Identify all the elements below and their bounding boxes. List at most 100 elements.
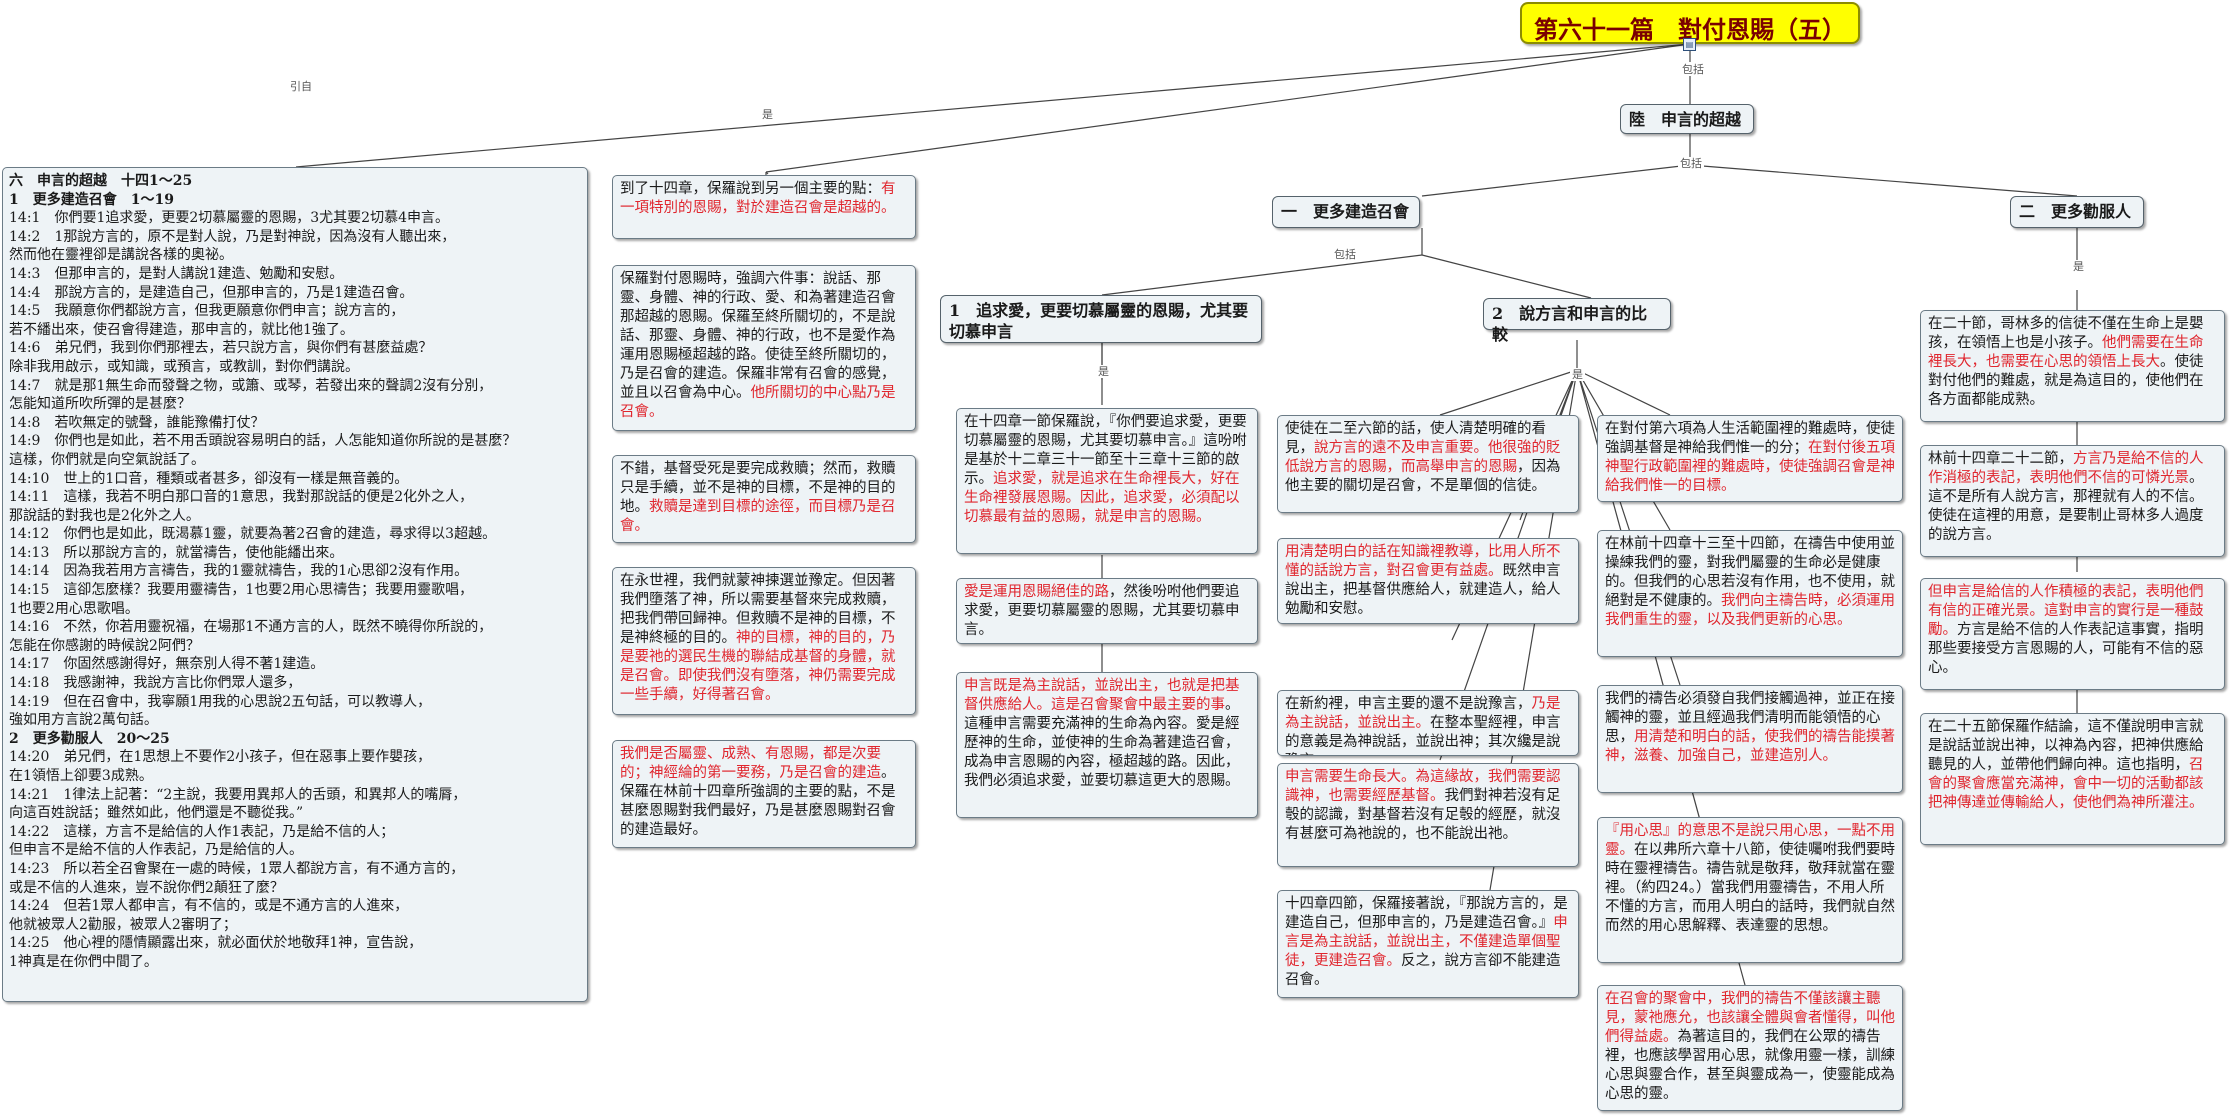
note-text: 為著這目的，我們在公眾的禱告裡，也應該學習用心思，就像用靈一樣，訓練心思與靈合作… bbox=[1605, 1029, 1895, 1102]
note-node[interactable]: 林前十四章二十二節，方言乃是給不信的人作消極的表記，表明他們不信的可憐光景。這不… bbox=[1920, 445, 2225, 557]
scripture-line: 14:1 你們要1追求愛，更要2切慕屬靈的恩賜，3尤其要2切慕4申言。 bbox=[9, 210, 449, 227]
note-text: ，然後吩咐他們要追求愛，更要切慕屬靈的恩賜，尤其要切慕申言。 bbox=[964, 584, 1240, 638]
note-text: 到了十四章，保羅說到另一個主要的點： bbox=[620, 181, 881, 197]
note-text: ，因為他主要的關切是召會，不是單個的信徒。 bbox=[1285, 459, 1561, 494]
scripture-line: 然而他在靈裡卻是講說各樣的奧祕。 bbox=[9, 247, 233, 264]
note-node[interactable]: 在永世裡，我們就蒙神揀選並豫定。但因著我們墮落了神，所以需要基督來完成救贖，把我… bbox=[612, 567, 916, 715]
scripture-line: 14:11 這樣，我若不明白那口音的1意思，我對那說話的便是2化外之人， bbox=[9, 489, 474, 506]
highlight-text: 追求愛，就是追求在生命裡長大，好在生命裡發展恩賜。因此，追求愛，必須配以切慕最有… bbox=[964, 471, 1240, 525]
highlight-text: 用清楚明白的話在知識裡教導，比用人所不懂的話說方言，對召會更有益處。 bbox=[1285, 544, 1561, 579]
scripture-line: 這樣，你們就是向空氣說話了。 bbox=[9, 451, 205, 468]
note-node[interactable]: 申言既是為主說話，並說出主，也就是把基督供應給人。這是召會聚會中最主要的事。這種… bbox=[956, 672, 1258, 818]
note-text: 在以弗所六章十八節，使徒囑咐我們要時時在靈裡禱告。禱告就是敬拜，敬拜就當在靈裡。… bbox=[1605, 842, 1895, 934]
heading-sub2[interactable]: 2 說方言和申言的比較 bbox=[1483, 298, 1671, 344]
highlight-text: 我們是否屬靈、成熟、有恩賜，都是次要的；神經綸的第一要務，乃是召會的建造 bbox=[620, 746, 881, 781]
highlight-text: 我們向主禱告時，必須運用我們重生的靈，以及我們更新的心思。 bbox=[1605, 593, 1895, 628]
scripture-line: 14:19 但在召會中，我寧願1用我的心思說2五句話，可以教導人， bbox=[9, 693, 432, 710]
scripture-line: 但申言不是給不信的人作表記，乃是給信的人。 bbox=[9, 842, 303, 859]
note-text: 在林前十四章十三至十四節，在禱告中使用並操練我們的靈，對我們屬靈的生命必是健康的… bbox=[1605, 536, 1895, 609]
scripture-line: 14:18 我感謝神，我說方言比你們眾人還多， bbox=[9, 675, 302, 692]
note-node[interactable]: 在召會的聚會中，我們的禱告不僅該讓主聽見，蒙祂應允，也該讓全體與會者懂得，叫他們… bbox=[1597, 985, 1903, 1111]
scripture-line: 14:14 因為我若用方言禱告，我的1靈就禱告，我的1心思卻2沒有作用。 bbox=[9, 563, 469, 580]
scripture-line: 強如用方言說2萬句話。 bbox=[9, 712, 158, 729]
note-text: 方言是給不信的人作表記這事實，指明那些要接受方言恩賜的人，可能有不信的惡心。 bbox=[1928, 622, 2204, 676]
note-node[interactable]: 愛是運用恩賜絕佳的路，然後吩咐他們要追求愛，更要切慕屬靈的恩賜，尤其要切慕申言。 bbox=[956, 578, 1258, 644]
edge-label-shi: 是 bbox=[1570, 368, 1585, 381]
note-text: 在永世裡，我們就蒙神揀選並豫定。但因著我們墮落了神，所以需要基督來完成救贖，把我… bbox=[620, 573, 896, 646]
note-node[interactable]: 保羅對付恩賜時，強調六件事：說話、那靈、身體、神的行政、愛、和為著建造召會那超越… bbox=[612, 265, 916, 431]
note-text: 保羅對付恩賜時，強調六件事：說話、那靈、身體、神的行政、愛、和為著建造召會那超越… bbox=[620, 271, 896, 401]
scripture-line: 14:8 若吹無定的號聲，誰能豫備打仗？ bbox=[9, 414, 265, 431]
scripture-line: 14:2 1那說方言的，原不是對人說，乃是對神說，因為沒有人聽出來， bbox=[9, 228, 456, 245]
edge-label-baokuo: 包括 bbox=[1332, 248, 1358, 261]
note-node[interactable]: 用清楚明白的話在知識裡教導，比用人所不懂的話說方言，對召會更有益處。既然申言說出… bbox=[1277, 538, 1579, 624]
note-node[interactable]: 在二十節，哥林多的信徒不僅在生命上是嬰孩，在領悟上也是小孩子。他們需要在生命裡長… bbox=[1920, 310, 2225, 422]
highlight-text: 召會的聚會應當充滿神，會中一切的活動都該把神傳達並傳輸給人，使他們為神所灌注。 bbox=[1928, 757, 2204, 811]
heading-main[interactable]: 陸 申言的超越 bbox=[1620, 104, 1754, 134]
note-node[interactable]: 我們的禱告必須發自我們接觸過神，並正在接觸神的靈，並且經過我們清明而能領悟的心思… bbox=[1597, 685, 1903, 793]
highlight-text: 在對付後五項神聖行政範圍裡的難處時，使徒強調召會是神給我們惟一的目標。 bbox=[1605, 440, 1895, 494]
note-icon[interactable]: ▤ bbox=[1683, 38, 1696, 51]
note-node[interactable]: 我們是否屬靈、成熟、有恩賜，都是次要的；神經綸的第一要務，乃是召會的建造。保羅在… bbox=[612, 740, 916, 848]
highlight-text: 在召會的聚會中，我們的禱告不僅該讓主聽見，蒙祂應允，也該讓全體與會者懂得，叫他們… bbox=[1605, 991, 1895, 1045]
scripture-line: 14:24 但若1眾人都申言，有不信的，或是不通方言的人進來， bbox=[9, 898, 409, 915]
scripture-line: 14:23 所以若全召會聚在一處的時候，1眾人都說方言，有不通方言的， bbox=[9, 860, 465, 877]
note-node[interactable]: 申言需要生命長大。為這緣故，我們需要認識神，也需要經歷基督。我們對神若沒有足彀的… bbox=[1277, 763, 1579, 867]
note-node[interactable]: 在十四章一節保羅說，『你們要追求愛，更要切慕屬靈的恩賜，尤其要切慕申言。』這吩咐… bbox=[956, 408, 1258, 554]
scripture-line: 14:7 就是那1無生命而發聲之物，或簫、或琴，若發出來的聲調2沒有分別， bbox=[9, 377, 493, 394]
scripture-line: 若不繙出來，使召會得建造，那申言的，就比他1強了。 bbox=[9, 321, 354, 338]
note-text: 。這種申言需要充滿神的生命為內容。愛是經歷神的生命，並使神的生命為著建造召會，成… bbox=[964, 697, 1240, 789]
heading-one[interactable]: 一 更多建造召會 bbox=[1272, 196, 1420, 228]
heading-sub1[interactable]: 1 追求愛，更要切慕屬靈的恩賜，尤其要切慕申言 bbox=[940, 295, 1262, 343]
scripture-line: 14:13 所以那說方言的，就當禱告，使他能繙出來。 bbox=[9, 544, 344, 561]
scripture-line: 怎能知道所吹所彈的是甚麼？ bbox=[9, 396, 191, 413]
note-node[interactable]: 使徒在二至六節的話，使人清楚明確的看見，說方言的遠不及申言重要。他很強的貶低說方… bbox=[1277, 415, 1579, 513]
highlight-text: 方言乃是給不信的人作消極的表記，表明他們不信的可憐光景 bbox=[1928, 451, 2204, 486]
scripture-line: 1神真是在你們中間了。 bbox=[9, 953, 158, 970]
note-node[interactable]: 在二十五節保羅作結論，這不僅說明申言就是說話並說出神，以神為內容，把神供應給聽見… bbox=[1920, 713, 2225, 845]
edge-label-shi: 是 bbox=[1096, 365, 1111, 378]
scripture-line: 14:9 你們也是如此，若不用舌頭說容易明白的話，人怎能知道你所說的是甚麼？ bbox=[9, 433, 517, 450]
note-node[interactable]: 在林前十四章十三至十四節，在禱告中使用並操練我們的靈，對我們屬靈的生命必是健康的… bbox=[1597, 530, 1903, 657]
note-node[interactable]: 到了十四章，保羅說到另一個主要的點：有一項特別的恩賜，對於建造召會是超越的。 bbox=[612, 175, 916, 239]
note-node[interactable]: 在新約裡，申言主要的還不是說豫言，乃是為主說話，並說出主。在整本聖經裡，申言的意… bbox=[1277, 690, 1579, 756]
highlight-text: 但申言是給信的人作積極的表記，表明他們有信的正確光景。這對申言的實行是一種鼓勵。 bbox=[1928, 584, 2204, 638]
note-text: 使徒在二至六節的話，使人清楚明確的看見， bbox=[1285, 421, 1546, 456]
note-text: 在整本聖經裡，申言的意義是為神說話，並說出神；其次纔是說豫言。 bbox=[1285, 715, 1561, 755]
note-text: 我們的禱告必須發自我們接觸過神，並正在接觸神的靈，並且經過我們清明而能領悟的心思… bbox=[1605, 691, 1895, 745]
note-text: 。使徒對付他們的難處，就是為這目的，使他們在各方面都能成熟。 bbox=[1928, 354, 2204, 408]
scripture-heading: 六 申言的超越 十四1～25 bbox=[9, 173, 193, 189]
highlight-text: 申言既是為主說話，並說出主，也就是把基督供應給人。這是召會聚會中最主要的事 bbox=[964, 678, 1240, 713]
note-node[interactable]: 不錯，基督受死是要完成救贖；然而，救贖只是手續，並不是神的目標，不是神的目的地。… bbox=[612, 455, 916, 543]
note-text: 在十四章一節保羅說，『你們要追求愛，更要切慕屬靈的恩賜，尤其要切慕申言。』這吩咐… bbox=[964, 414, 1247, 487]
scripture-line: 14:17 你固然感謝得好，無奈別人得不著1建造。 bbox=[9, 656, 325, 673]
highlight-text: 用清楚和明白的話，使我們的禱告能摸著神，滋養、加強自己，並建造別人。 bbox=[1605, 729, 1895, 764]
note-node[interactable]: 在對付第六項為人生活範圍裡的難處時，使徒強調基督是神給我們惟一的分；在對付後五項… bbox=[1597, 415, 1903, 502]
note-node[interactable]: 但申言是給信的人作積極的表記，表明他們有信的正確光景。這對申言的實行是一種鼓勵。… bbox=[1920, 578, 2225, 690]
scripture-line: 14:3 但那申言的，是對人講說1建造、勉勵和安慰。 bbox=[9, 265, 344, 282]
highlight-text: 愛是運用恩賜絕佳的路 bbox=[964, 584, 1109, 600]
highlight-text: 『用心思』的意思不是說只用心思，一點不用靈。 bbox=[1605, 823, 1895, 858]
scripture-heading: 1 更多建造召會 1～19 bbox=[9, 191, 174, 208]
scripture-line: 怎能在你感謝的時候說2阿們？ bbox=[9, 637, 200, 654]
scripture-line: 除非我用啟示，或知識，或預言，或教訓，對你們講說。 bbox=[9, 358, 359, 375]
scripture-line: 他就被眾人2勸服，被眾人2審明了； bbox=[9, 916, 237, 933]
highlight-text: 說方言的遠不及申言重要。他很強的貶低說方言的恩賜，而高舉申言的恩賜 bbox=[1285, 440, 1561, 475]
highlight-text: 申言是為主說話，並說出主，不僅建造單個聖徒，更建造召會。 bbox=[1285, 915, 1568, 969]
highlight-text: 乃是為主說話，並說出主。 bbox=[1285, 696, 1561, 731]
note-text: 在新約裡，申言主要的還不是說豫言， bbox=[1285, 696, 1532, 712]
edge-label-baokuo: 包括 bbox=[1680, 63, 1706, 76]
note-text: 我們對神若沒有足彀的認識，對基督若沒有足彀的經歷，就沒有甚麼可為祂說的，也不能說… bbox=[1285, 788, 1561, 842]
heading-two[interactable]: 二 更多勸服人 bbox=[2010, 196, 2144, 228]
note-node[interactable]: 『用心思』的意思不是說只用心思，一點不用靈。在以弗所六章十八節，使徒囑咐我們要時… bbox=[1597, 817, 1903, 963]
scripture-line: 14:20 弟兄們，在1思想上不要作2小孩子，但在惡事上要作嬰孩， bbox=[9, 749, 432, 766]
highlight-text: 申言需要生命長大。為這緣故，我們需要認識神，也需要經歷基督。 bbox=[1285, 769, 1561, 804]
highlight-text: 神的目標，神的目的，乃是要祂的選民生機的聯結成基督的身體，就是召會。即使我們沒有… bbox=[620, 630, 896, 703]
scripture-node[interactable]: 六 申言的超越 十四1～25 1 更多建造召會 1～19 14:1 你們要1追求愛，… bbox=[2, 167, 588, 1002]
scripture-line: 14:25 他心裡的隱情顯露出來，就必面伏於地敬拜1神，宣告說， bbox=[9, 935, 423, 952]
scripture-line: 14:12 你們也是如此，既渴慕1靈，就要為著2召會的建造，尋求得以3超越。 bbox=[9, 526, 497, 543]
note-text: 在對付第六項為人生活範圍裡的難處時，使徒強調基督是神給我們惟一的分； bbox=[1605, 421, 1895, 456]
note-node[interactable]: 十四章四節，保羅接著說，『那說方言的，是建造自己，但那申言的，乃是建造召會。』申… bbox=[1277, 890, 1579, 998]
scripture-line: 或是不信的人進來，豈不說你們2顛狂了麼？ bbox=[9, 879, 284, 896]
edge-label-shi: 是 bbox=[2071, 260, 2086, 273]
